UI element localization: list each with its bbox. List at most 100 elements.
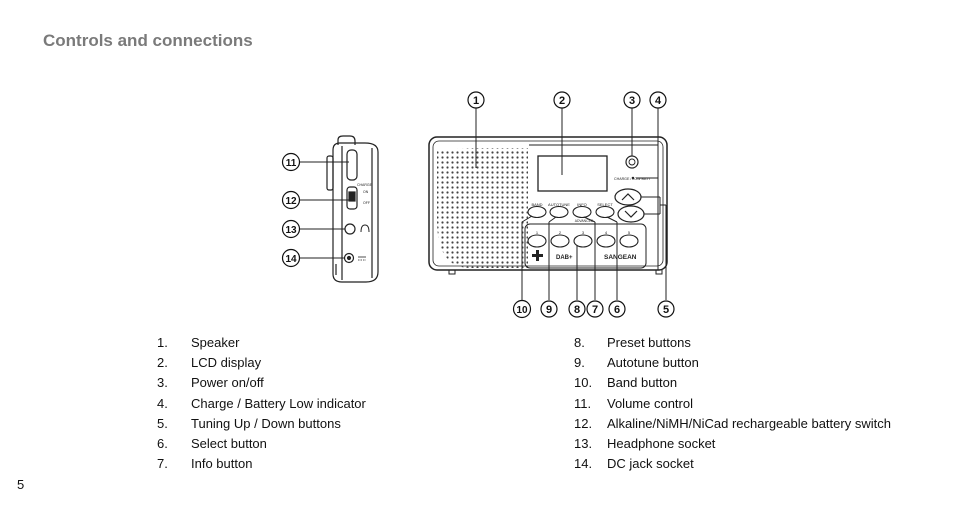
legend-item: 12.Alkaline/NiMH/NiCad rechargeable batt… xyxy=(574,414,891,434)
legend-item: 14. DC jack socket xyxy=(574,454,891,474)
band-button[interactable] xyxy=(527,205,547,219)
legend-number: 6. xyxy=(157,436,168,452)
legend-label: Headphone socket xyxy=(607,436,716,452)
info-button[interactable] xyxy=(572,205,592,219)
preset-button-2[interactable] xyxy=(550,234,570,248)
legend-list-right: 8. Preset buttons 9. Autotune button 10. Ba… xyxy=(574,333,891,474)
callout-11: 11 xyxy=(281,152,301,172)
callout-4: 4 xyxy=(649,91,667,109)
front-view: CHARGE / LOW BATT BAND AUTOTUNE INFO SEL… xyxy=(428,136,668,275)
legend-label: Info button xyxy=(191,456,253,472)
legend-item: 5. Tuning Up / Down buttons xyxy=(157,414,366,434)
callout-6: 6 xyxy=(608,300,626,318)
dab-logo: DAB+ xyxy=(556,255,573,261)
legend-label: Band button xyxy=(607,375,678,391)
page-number: 5 xyxy=(17,477,25,492)
svg-text:5: 5 xyxy=(663,304,669,316)
select-button-label: SELECT xyxy=(597,202,613,207)
legend-item: 3.Power on/off xyxy=(157,373,366,393)
callout-9: 9 xyxy=(540,300,558,318)
legend-item: 6. Select button xyxy=(157,434,366,454)
callout-12: 12 xyxy=(281,190,301,210)
legend-label: DC jack socket xyxy=(607,456,694,472)
legend-label: LCD display xyxy=(191,355,262,371)
preset-button-4[interactable] xyxy=(596,234,616,248)
autotune-button[interactable] xyxy=(549,205,569,219)
callout-2: 2 xyxy=(553,91,571,109)
legend-number: 13. xyxy=(574,436,593,452)
legend-label: Charge / Battery Low indicator xyxy=(191,395,366,411)
preset-4-label: 4 xyxy=(605,230,608,235)
legend-number: 5. xyxy=(157,415,168,431)
legend-number: 4. xyxy=(157,395,168,411)
side-label-on: ON xyxy=(363,190,369,194)
preset-button-1[interactable] xyxy=(527,234,547,248)
legend-number: 8. xyxy=(574,335,585,350)
legend-label: Tuning Up / Down buttons xyxy=(191,415,341,431)
digital-radio-logo xyxy=(532,250,543,261)
preset-button-5[interactable] xyxy=(619,234,639,248)
svg-text:4: 4 xyxy=(655,95,662,107)
preset-button-3[interactable] xyxy=(573,234,593,248)
autotune-button-label: AUTOTUNE xyxy=(548,202,570,207)
svg-text:6: 6 xyxy=(614,304,620,316)
legend-item: 10. Band button xyxy=(574,373,891,393)
legend-item: 8. Preset buttons xyxy=(574,333,891,353)
side-label-off: OFF xyxy=(363,201,370,205)
legend-item: 11. Volume control xyxy=(574,394,891,414)
legend-label: Select button xyxy=(191,436,267,452)
advanced-label: ADVANCED xyxy=(575,219,594,223)
svg-text:7: 7 xyxy=(592,304,598,316)
legend-number: 10. xyxy=(574,375,593,391)
legend-item: 4. Charge / Battery Low indicator xyxy=(157,394,366,414)
svg-text:10: 10 xyxy=(516,305,528,316)
device-illustration: CHARGE ON OFF CHARGE / LOW BATT BAND xyxy=(281,91,675,319)
legend-number: 9. xyxy=(574,355,585,371)
callout-3: 3 xyxy=(623,91,641,109)
legend-item: 9. Autotune button xyxy=(574,353,891,373)
svg-text:3: 3 xyxy=(629,95,635,107)
callout-7: 7 xyxy=(586,300,604,318)
side-view xyxy=(326,135,379,283)
preset-5-label: 5 xyxy=(628,230,631,235)
preset-1-label: 1 xyxy=(536,230,539,235)
callout-13: 13 xyxy=(281,219,301,239)
legend-number: 14. xyxy=(574,456,593,472)
legend-number: 1. xyxy=(157,335,168,350)
power-button[interactable] xyxy=(625,155,639,169)
select-button[interactable] xyxy=(595,205,615,219)
legend-number: 11. xyxy=(574,395,592,411)
legend-label: Speaker xyxy=(191,335,240,350)
legend-list-left: 1. Speaker 2. LCD display 3.Power on/off 4… xyxy=(157,333,366,474)
band-button-label: BAND xyxy=(531,202,542,207)
legend-number: 7. xyxy=(157,456,168,472)
callout-10: 10 xyxy=(512,299,532,319)
legend-label: Volume control xyxy=(607,395,693,411)
preset-2-label: 2 xyxy=(559,230,562,235)
legend-item: 7. Info button xyxy=(157,454,366,474)
legend-label: Preset buttons xyxy=(607,335,691,350)
svg-text:8: 8 xyxy=(574,304,580,316)
tuning-up-button[interactable] xyxy=(614,188,642,206)
callout-8: 8 xyxy=(568,300,586,318)
tuning-down-button[interactable] xyxy=(617,205,645,223)
svg-text:11: 11 xyxy=(286,158,297,169)
svg-text:13: 13 xyxy=(285,225,297,236)
legend-item: 1. Speaker xyxy=(157,333,366,353)
legend-number: 2. xyxy=(157,355,168,371)
preset-3-label: 3 xyxy=(582,230,585,235)
svg-text:9: 9 xyxy=(546,304,552,316)
lcd-display xyxy=(537,155,608,192)
legend-item: 13. Headphone socket xyxy=(574,434,891,454)
legend-label: Autotune button xyxy=(607,355,699,371)
callout-14: 14 xyxy=(281,248,301,268)
svg-text:1: 1 xyxy=(473,95,479,107)
info-button-label: INFO xyxy=(577,202,587,207)
svg-text:2: 2 xyxy=(559,95,565,107)
page-title: Controls and connections xyxy=(43,31,253,50)
svg-text:14: 14 xyxy=(285,254,297,265)
speaker-grille xyxy=(437,148,528,268)
callout-1: 1 xyxy=(467,91,485,109)
legend-label: Alkaline/NiMH/NiCad rechargeable battery… xyxy=(607,415,891,431)
legend-item: 2. LCD display xyxy=(157,353,366,373)
